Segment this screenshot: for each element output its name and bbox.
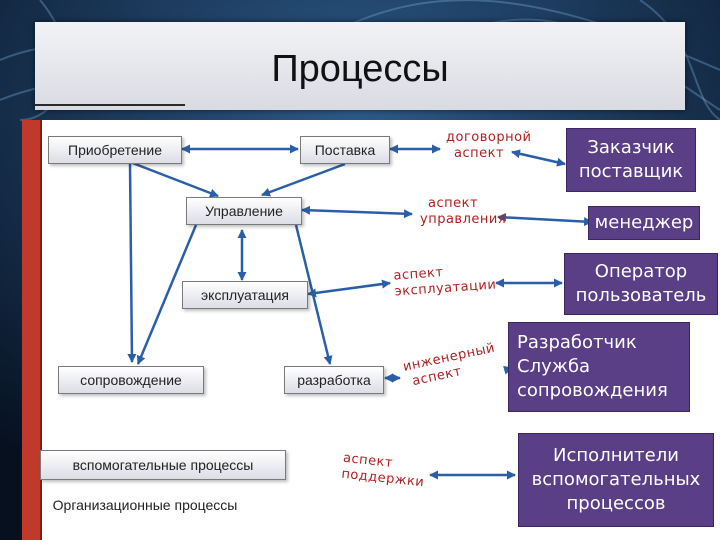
arrow-management-manager (498, 217, 592, 222)
arrow-supply-management (262, 164, 345, 195)
box-supply: Поставка (300, 136, 390, 164)
box-management: Управление (186, 197, 302, 225)
arrow-acquisition-management (130, 162, 218, 196)
box-development: разработка (284, 366, 384, 394)
arrow-operation-aspect (308, 283, 390, 294)
role-manager: менеджер (588, 206, 700, 240)
arrow-acquisition-maintenance (130, 164, 132, 362)
box-auxiliary: вспомогательные процессы (40, 450, 286, 480)
organizational-processes-label: Организационные процессы (40, 492, 250, 518)
arrow-management-aspect (302, 210, 412, 214)
box-acquisition: Приобретение (48, 136, 182, 164)
box-maintenance: сопровождение (58, 366, 204, 394)
box-operation: эксплуатация (182, 281, 308, 309)
